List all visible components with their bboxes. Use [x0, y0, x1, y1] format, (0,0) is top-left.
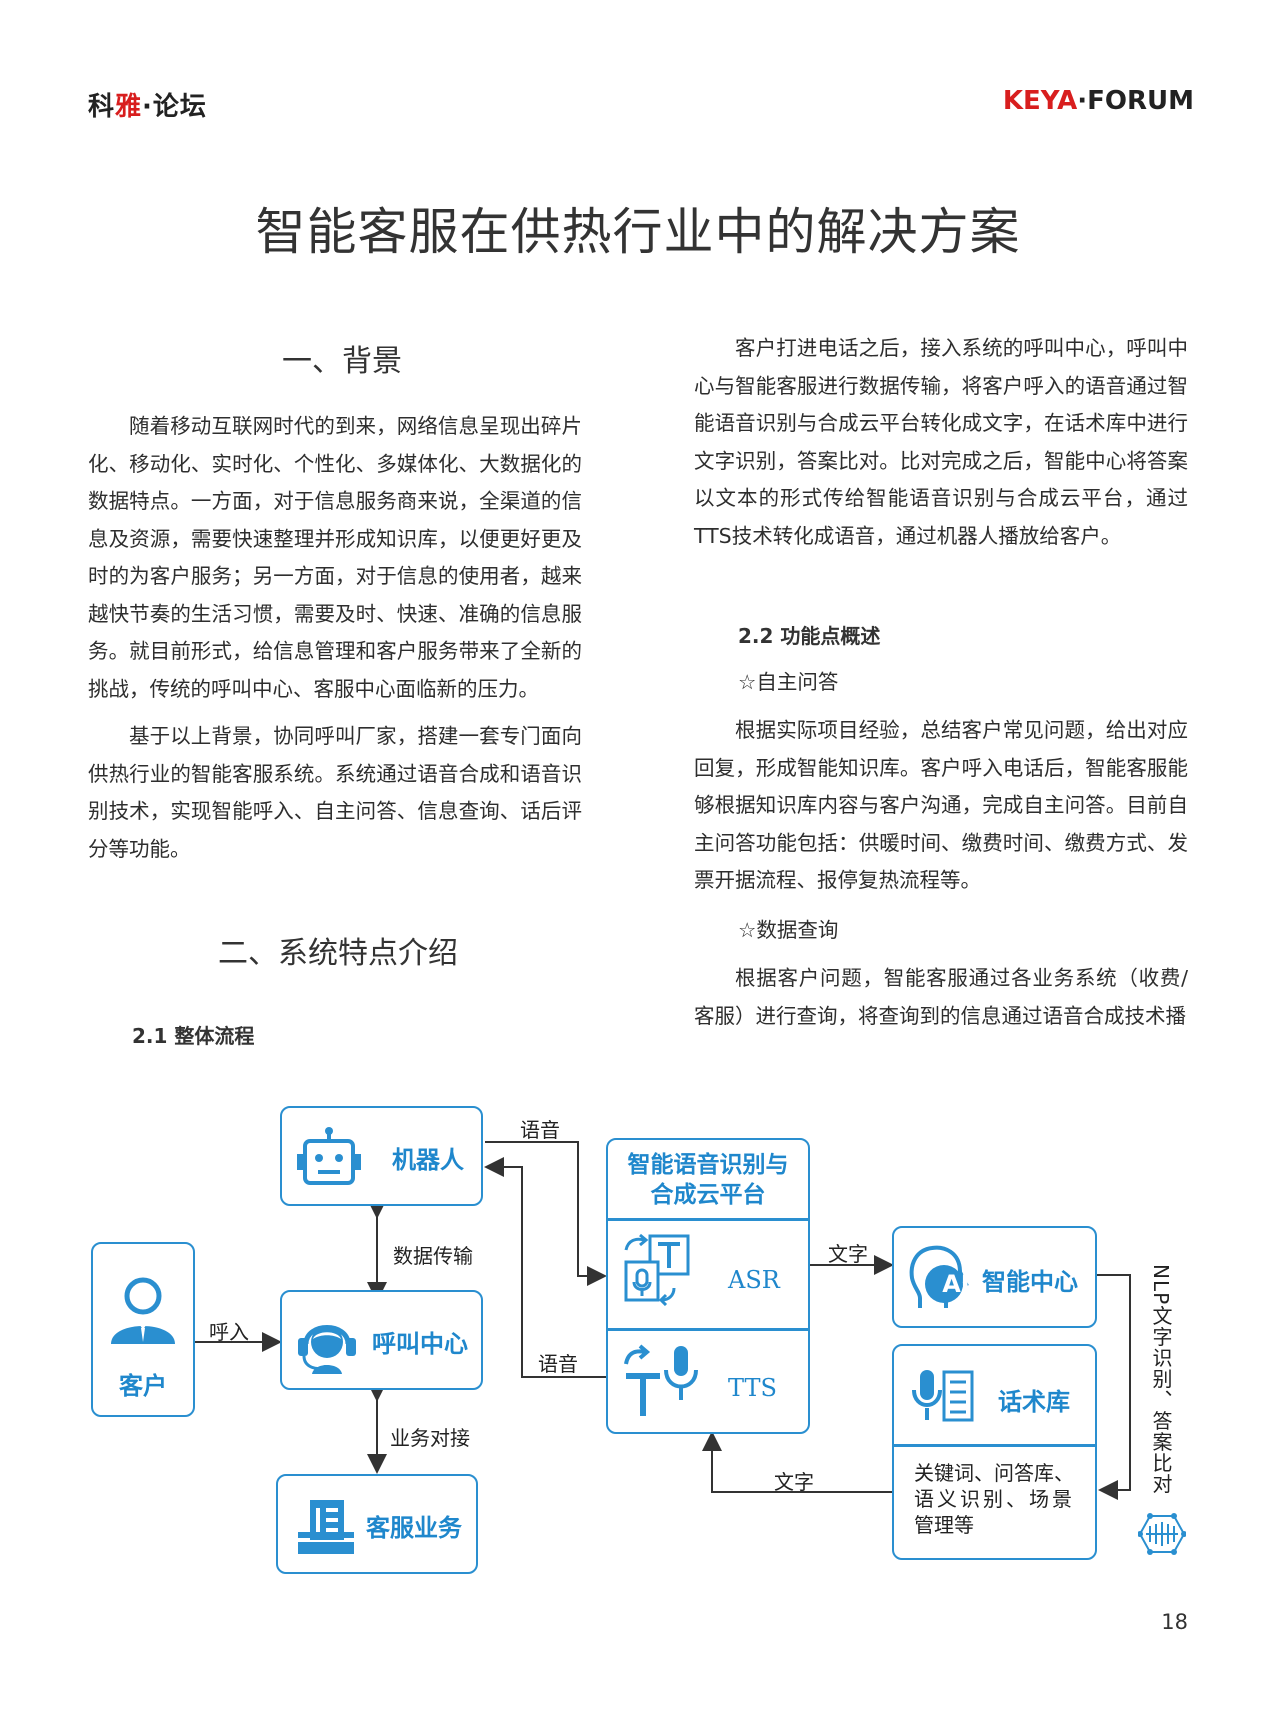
asr-label: ASR — [728, 1266, 780, 1294]
arrow-voice-to-robot — [484, 1157, 606, 1378]
label-call-in: 呼入 — [209, 1320, 249, 1344]
label-voice-top: 语音 — [520, 1118, 560, 1142]
robot-icon — [297, 1127, 361, 1185]
script-library-box: 话术库 关键词、问答库、 语义识别、场景 管理等 — [892, 1344, 1097, 1560]
platform-divider-1 — [608, 1218, 808, 1221]
right-column-block: 客户打进电话之后，接入系统的呼叫中心，呼叫中心与智能客服进行数据传输，将客户呼入… — [694, 330, 1188, 555]
page-title: 智能客服在供热行业中的解决方案 — [255, 203, 1021, 261]
right-column-block-3: 根据客户问题，智能客服通过各业务系统（收费/客服）进行查询，将查询到的信息通过语… — [694, 960, 1188, 1035]
asr-icon — [624, 1233, 690, 1306]
service-label: 客服业务 — [366, 1513, 462, 1542]
speech-platform-box: 智能语音识别与 合成云平台 ASR TTS — [606, 1138, 810, 1434]
kb-line-3: 管理等 — [914, 1513, 974, 1537]
ai-center-label: 智能中心 — [982, 1267, 1078, 1296]
knowledge-base-contents: 关键词、问答库、 语义识别、场景 管理等 — [914, 1460, 1084, 1538]
label-nlp: NLP文字识别、答案比对 — [1149, 1264, 1173, 1495]
label-voice-middle: 语音 — [538, 1352, 578, 1376]
call-center-label: 呼叫中心 — [372, 1329, 468, 1358]
label-text-bottom: 文字 — [774, 1470, 814, 1494]
document-icon — [298, 1500, 354, 1554]
arrow-text-to-tts — [702, 1431, 892, 1493]
robot-label: 机器人 — [392, 1145, 464, 1174]
label-business: 业务对接 — [390, 1426, 470, 1450]
network-icon — [1138, 1513, 1186, 1555]
ai-head-icon — [909, 1245, 969, 1308]
platform-divider-2 — [608, 1328, 808, 1331]
ai-badge: AI — [942, 1270, 970, 1298]
subheading-2-1: 2.1 整体流程 — [132, 1024, 255, 1048]
flow-paragraph: 客户打进电话之后，接入系统的呼叫中心，呼叫中心与智能客服进行数据传输，将客户呼入… — [694, 336, 1188, 548]
feature-query-paragraph: 根据客户问题，智能客服通过各业务系统（收费/客服）进行查询，将查询到的信息通过语… — [694, 966, 1188, 1028]
feature-qa-heading: ☆自主问答 — [738, 670, 839, 694]
voice-library-icon — [912, 1370, 974, 1422]
feature-qa-paragraph: 根据实际项目经验，总结客户常见问题，给出对应回复，形成智能知识库。客户呼入电话后… — [694, 718, 1188, 892]
headset-icon — [298, 1325, 356, 1374]
script-library-label: 话术库 — [998, 1387, 1070, 1416]
kb-line-1: 关键词、问答库、 — [914, 1461, 1074, 1485]
background-paragraph-1: 随着移动互联网时代的到来，网络信息呈现出碎片化、移动化、实时化、个性化、多媒体化… — [88, 414, 582, 701]
arrow-voice-to-asr — [485, 1141, 607, 1286]
brand-right: KEYA·FORUM — [1002, 86, 1194, 116]
customer-label: 客户 — [119, 1371, 167, 1400]
ai-center-box: AI 智能中心 — [892, 1226, 1097, 1328]
service-box: 客服业务 — [276, 1474, 478, 1574]
kb-line-2: 语义识别、场景 — [914, 1487, 1075, 1511]
robot-box: 机器人 — [280, 1106, 483, 1206]
right-column-block-2: 根据实际项目经验，总结客户常见问题，给出对应回复，形成智能知识库。客户呼入电话后… — [694, 712, 1188, 900]
tts-icon — [624, 1344, 698, 1416]
call-center-box: 呼叫中心 — [280, 1290, 483, 1390]
subheading-2-2: 2.2 功能点概述 — [738, 624, 881, 648]
page-number: 18 — [1161, 1610, 1188, 1634]
customer-box: 客户 — [91, 1242, 195, 1417]
section-1-heading: 一、背景 — [282, 344, 402, 379]
background-paragraph-2: 基于以上背景，协同呼叫厂家，搭建一套专门面向供热行业的智能客服系统。系统通过语音… — [88, 724, 582, 861]
left-column-block-1: 随着移动互联网时代的到来，网络信息呈现出碎片化、移动化、实时化、个性化、多媒体化… — [88, 408, 582, 868]
tts-label: TTS — [728, 1374, 777, 1402]
label-text-top: 文字 — [828, 1242, 868, 1266]
script-library-divider — [894, 1444, 1095, 1447]
platform-title-line-1: 智能语音识别与 — [627, 1151, 789, 1178]
section-2-heading: 二、系统特点介绍 — [218, 936, 458, 971]
platform-title: 智能语音识别与 合成云平台 — [608, 1150, 808, 1210]
arrow-nlp — [1097, 1274, 1131, 1500]
platform-title-line-2: 合成云平台 — [650, 1181, 766, 1208]
label-data-transfer: 数据传输 — [393, 1244, 473, 1268]
customer-icon — [111, 1277, 175, 1344]
feature-query-heading: ☆数据查询 — [738, 918, 839, 942]
brand-left: 科雅·论坛 — [88, 92, 207, 122]
